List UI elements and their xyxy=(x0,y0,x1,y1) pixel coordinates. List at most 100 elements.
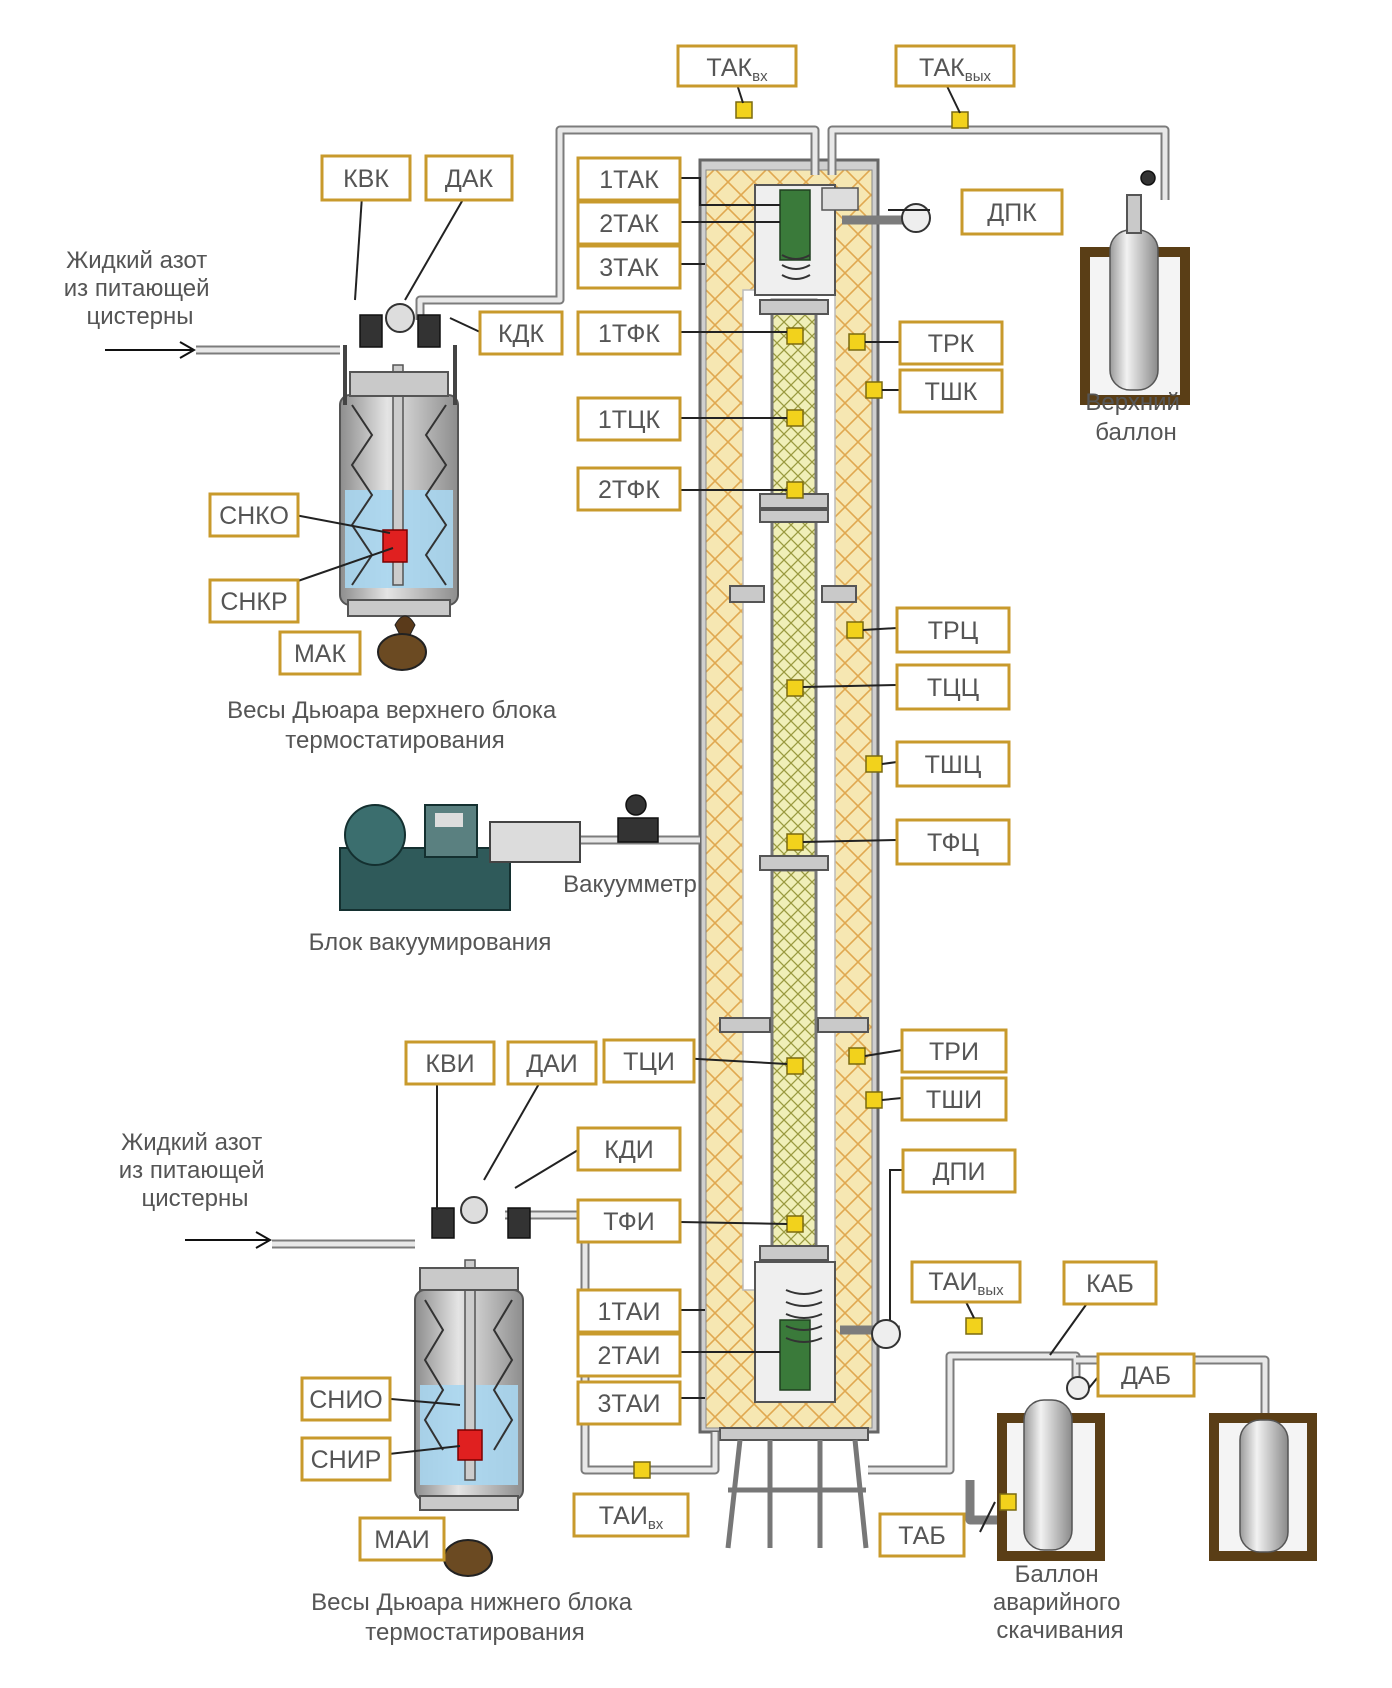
svg-text:1ТАК: 1ТАК xyxy=(599,166,659,194)
tag-tak-out: ТАКвых xyxy=(894,44,1016,88)
tag-kvk: КВК xyxy=(320,154,412,202)
svg-text:КДК: КДК xyxy=(498,320,544,348)
svg-text:1ТЦК: 1ТЦК xyxy=(598,406,661,434)
tag-1tfk: 1ТФК xyxy=(576,310,682,356)
svg-text:КВИ: КВИ xyxy=(425,1050,474,1078)
tag-kdk: КДК xyxy=(478,310,564,356)
sensor-tak-in xyxy=(735,101,753,119)
upper-cylinder xyxy=(1080,170,1190,405)
sensor-tfc xyxy=(786,833,804,851)
svg-text:2ТФК: 2ТФК xyxy=(598,476,660,504)
sensor-tshc xyxy=(865,755,883,773)
svg-text:ТШЦ: ТШЦ xyxy=(925,751,982,779)
svg-text:ТФЦ: ТФЦ xyxy=(927,829,979,857)
tag-2tak: 2ТАК xyxy=(576,200,682,246)
svg-text:ДАК: ДАК xyxy=(445,165,494,193)
svg-text:1ТАИ: 1ТАИ xyxy=(598,1298,661,1326)
svg-text:ТАКвх: ТАКвх xyxy=(706,54,768,85)
tag-dab: ДАБ xyxy=(1096,1352,1196,1398)
tag-mai: МАИ xyxy=(358,1516,446,1562)
tag-3tak: 3ТАК xyxy=(576,244,682,290)
captions: Жидкий азот из питающей цистерны Весы Дь… xyxy=(64,247,1186,1646)
caption-feed-top: Жидкий азот из питающей цистерны xyxy=(64,247,216,330)
caption-emergency-cylinder: Баллон аварийного скачивания xyxy=(993,1561,1127,1644)
svg-text:ТФИ: ТФИ xyxy=(603,1208,654,1236)
sensor-1tfk xyxy=(786,327,804,345)
leader-lines xyxy=(294,77,1099,1533)
tag-1tai: 1ТАИ xyxy=(576,1288,682,1334)
tag-tai-in: ТАИвх xyxy=(572,1492,690,1538)
tag-tshi: ТШИ xyxy=(900,1076,1008,1122)
svg-text:2ТАК: 2ТАК xyxy=(599,210,659,238)
tag-tfc: ТФЦ xyxy=(895,818,1011,866)
svg-text:СНИР: СНИР xyxy=(311,1446,382,1474)
tag-dak: ДАК xyxy=(424,154,514,202)
tag-kvi: КВИ xyxy=(404,1040,496,1086)
tag-tshc: ТШЦ xyxy=(895,740,1011,788)
tag-snir: СНИР xyxy=(300,1436,392,1482)
svg-text:ДАИ: ДАИ xyxy=(526,1050,578,1078)
tag-kdi: КДИ xyxy=(576,1126,682,1172)
svg-text:СНКР: СНКР xyxy=(220,588,287,616)
tag-tak-in: ТАКвх xyxy=(676,44,798,88)
caption-feed-bottom: Жидкий азот из питающей цистерны xyxy=(119,1129,271,1212)
tag-tci: ТЦИ xyxy=(602,1038,696,1084)
sensor-2tfk xyxy=(786,481,804,499)
tag-boxes: ТАКвх ТАКвых КВК ДАК КДК 1ТАК 2ТАК 3ТАК … xyxy=(208,44,1196,1562)
emergency-cylinders xyxy=(997,1376,1317,1561)
tag-snko: СНКО xyxy=(208,492,300,538)
svg-text:ТАИвых: ТАИвых xyxy=(928,1268,1004,1299)
sensor-tai-in xyxy=(633,1461,651,1479)
svg-text:1ТФК: 1ТФК xyxy=(598,320,660,348)
svg-text:ДПИ: ДПИ xyxy=(933,1158,986,1186)
sensor-tcc xyxy=(786,679,804,697)
sensor-tshi xyxy=(865,1091,883,1109)
svg-text:ТШИ: ТШИ xyxy=(926,1086,982,1114)
svg-text:МАИ: МАИ xyxy=(374,1526,429,1554)
svg-text:ТАБ: ТАБ xyxy=(898,1522,946,1550)
tag-tai-out: ТАИвых xyxy=(910,1260,1022,1304)
tag-1tck: 1ТЦК xyxy=(576,396,682,442)
tag-3tai: 3ТАИ xyxy=(576,1380,682,1426)
top-dewar xyxy=(196,303,459,671)
tag-trk: ТРК xyxy=(898,320,1004,366)
sensor-trk xyxy=(848,333,866,351)
svg-text:ТРИ: ТРИ xyxy=(929,1038,979,1066)
sensor-tak-out xyxy=(951,111,969,129)
svg-text:МАК: МАК xyxy=(294,640,347,668)
caption-vacuum-gauge: Вакуумметр xyxy=(563,871,697,898)
sensor-tab xyxy=(999,1493,1017,1511)
svg-text:ТРК: ТРК xyxy=(928,330,975,358)
svg-text:ТЦЦ: ТЦЦ xyxy=(927,674,980,702)
tag-2tai: 2ТАИ xyxy=(576,1332,682,1378)
svg-text:ТАКвых: ТАКвых xyxy=(919,54,991,85)
svg-text:КВК: КВК xyxy=(343,165,389,193)
tag-kab: КАБ xyxy=(1062,1260,1158,1306)
svg-text:2ТАИ: 2ТАИ xyxy=(598,1342,661,1370)
sensor-trc xyxy=(846,621,864,639)
svg-text:ТШК: ТШК xyxy=(925,378,978,406)
tag-dpi: ДПИ xyxy=(901,1148,1017,1194)
svg-text:ДАБ: ДАБ xyxy=(1121,1362,1171,1390)
tag-tfi: ТФИ xyxy=(576,1198,682,1244)
sensor-tci xyxy=(786,1057,804,1075)
sensor-tai-out xyxy=(965,1317,983,1335)
svg-text:3ТАИ: 3ТАИ xyxy=(598,1390,661,1418)
caption-upper-cylinder: Верхний баллон xyxy=(1085,389,1186,446)
sensor-tfi xyxy=(786,1215,804,1233)
svg-text:3ТАК: 3ТАК xyxy=(599,254,659,282)
tag-mak: МАК xyxy=(278,630,362,676)
svg-text:СНКО: СНКО xyxy=(219,502,289,530)
tag-tshk: ТШК xyxy=(898,368,1004,414)
svg-text:СНИО: СНИО xyxy=(309,1386,383,1414)
sensor-tshk xyxy=(865,381,883,399)
svg-text:ТЦИ: ТЦИ xyxy=(623,1048,675,1076)
caption-vacuum-unit: Блок вакуумирования xyxy=(309,929,552,956)
tag-tri: ТРИ xyxy=(900,1028,1008,1074)
svg-text:ТРЦ: ТРЦ xyxy=(928,617,979,645)
caption-scale-top: Весы Дьюара верхнего блока термостатиров… xyxy=(227,697,563,754)
tag-1tak: 1ТАК xyxy=(576,156,682,202)
svg-text:КАБ: КАБ xyxy=(1086,1270,1134,1298)
caption-scale-bottom: Весы Дьюара нижнего блока термостатирова… xyxy=(311,1589,639,1646)
